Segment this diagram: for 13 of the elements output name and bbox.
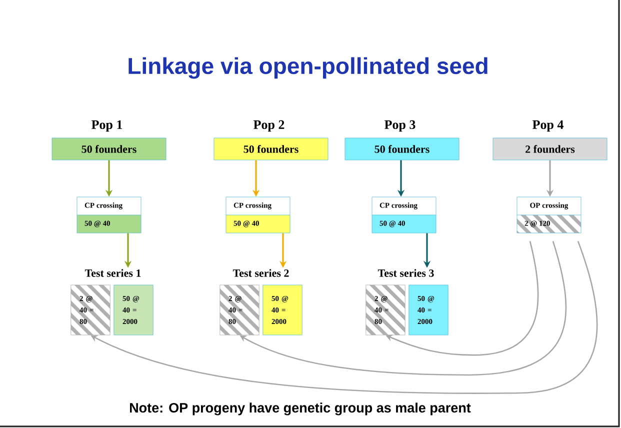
node-label: Pop 3 <box>384 120 416 132</box>
node-label: Pop 4 <box>532 120 564 132</box>
series-heading: Test series 1 <box>84 269 141 277</box>
series-heading: Test series 3 <box>378 269 434 277</box>
population-box: Pop 1 50 founders <box>52 120 166 160</box>
population-box: Pop 2 50 founders <box>214 120 328 160</box>
node-label: Pop 2 <box>254 120 284 132</box>
note-text: Note: OP progeny have genetic group as male parent <box>130 402 471 416</box>
population-box: Pop 3 50 founders <box>344 120 460 160</box>
series-heading: Test series 2 <box>232 269 289 277</box>
slide-title: Linkage via open-pollinated seed <box>128 57 488 79</box>
node-label: Pop 1 <box>92 120 122 132</box>
population-box: Pop 4 2 founders <box>492 120 608 160</box>
